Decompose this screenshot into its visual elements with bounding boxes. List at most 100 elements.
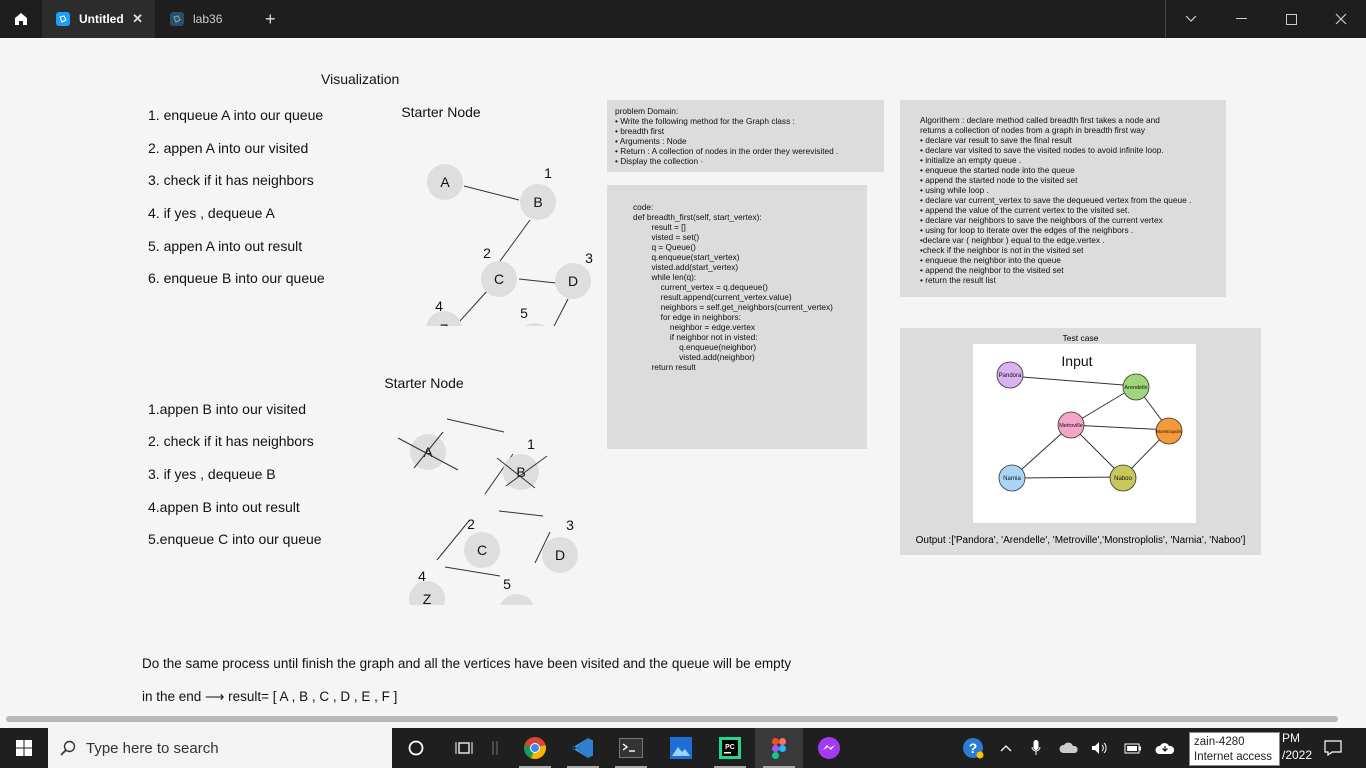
- tab-lab36[interactable]: lab36: [156, 0, 256, 38]
- photos-icon[interactable]: [657, 728, 705, 768]
- network-tooltip: zain-4280 Internet access: [1189, 732, 1280, 766]
- help-icon[interactable]: ?: [958, 728, 988, 768]
- maximize-button[interactable]: [1266, 0, 1316, 38]
- node-b-label: B: [533, 194, 542, 210]
- taskbar-search[interactable]: Type here to search: [48, 728, 392, 768]
- code-line: for edge in neighbors:: [633, 312, 741, 322]
- test-case-graph: Input Pandora Arendelle Metroville Monst…: [973, 344, 1196, 523]
- edge-c-d: [518, 278, 557, 284]
- task-view-icon[interactable]: [440, 728, 488, 768]
- algorithm-line: • initialize an empty queue .: [920, 155, 1022, 165]
- algorithm-line: • declare var result to save the final r…: [920, 135, 1072, 145]
- volume-icon[interactable]: [1089, 728, 1111, 768]
- algorithm-line: • append the value of the current vertex…: [920, 205, 1130, 215]
- edge-number-2: 2: [483, 245, 491, 261]
- minimize-button[interactable]: [1216, 0, 1266, 38]
- algorithm-card: Algorithem : declare method called bread…: [900, 100, 1226, 297]
- node-naboo-label: Naboo: [1114, 476, 1132, 482]
- search-placeholder: Type here to search: [86, 739, 219, 757]
- code-line: current_vertex = q.dequeue(): [633, 282, 768, 292]
- strike-b-2: [505, 455, 548, 487]
- taskbar-clock[interactable]: PM /2022: [1282, 730, 1312, 764]
- test-case-output: Output :['Pandora', 'Arendelle', 'Metrov…: [915, 535, 1246, 546]
- edge-d-w: [553, 298, 569, 326]
- node-b-label: B: [516, 464, 525, 480]
- taskbar-divider: [485, 728, 505, 768]
- vscode-icon[interactable]: [559, 728, 607, 768]
- chrome-icon[interactable]: [511, 728, 559, 768]
- node-metroville: [1057, 411, 1085, 439]
- node-c: [464, 532, 500, 568]
- node-z: [409, 581, 445, 605]
- input-label: Input: [1061, 353, 1092, 369]
- pycharm-icon[interactable]: PC: [706, 728, 754, 768]
- svg-text:PC: PC: [725, 744, 735, 751]
- edge-number-5: 5: [520, 305, 528, 321]
- code-line: if neighbor not in visted:: [633, 332, 758, 342]
- edge-number-1: 1: [544, 165, 552, 181]
- close-window-button[interactable]: [1316, 0, 1366, 38]
- node-a: [427, 164, 463, 200]
- chevron-up-icon[interactable]: [995, 728, 1017, 768]
- messenger-icon[interactable]: [805, 728, 853, 768]
- start-button[interactable]: [0, 728, 48, 768]
- tooltip-device-name: zain-4280: [1194, 736, 1245, 748]
- horizontal-scrollbar[interactable]: [6, 716, 1338, 722]
- node-monstropolis: [1155, 417, 1183, 445]
- edge-number-4: 4: [418, 568, 426, 584]
- algorithm-line: • append the neighbor to the visited set: [920, 265, 1064, 275]
- top-step-1: 1. enqueue A into our queue: [148, 107, 324, 123]
- code-line: q.enqueue(start_vertex): [633, 252, 740, 262]
- code-line: q = Queue(): [633, 242, 696, 252]
- node-w: [525, 323, 545, 326]
- edge-pandora-arendelle: [1009, 375, 1137, 387]
- node-pandora: [996, 361, 1024, 389]
- bottom-step-5: 5.enqueue C into our queue: [148, 531, 322, 547]
- node-w: [500, 594, 534, 605]
- edge-narnia-naboo: [1011, 476, 1124, 479]
- home-button[interactable]: [0, 0, 41, 38]
- edge-a-b: [446, 418, 505, 433]
- starter-node-label: Starter Node: [401, 104, 481, 120]
- algorithm-line: • return the result list: [920, 275, 996, 285]
- node-d-label: D: [555, 547, 565, 563]
- code-line: while len(q):: [633, 272, 697, 282]
- battery-icon[interactable]: [1121, 728, 1145, 768]
- cortana-icon[interactable]: [392, 728, 440, 768]
- edge-number-3: 3: [585, 250, 593, 266]
- notifications-icon[interactable]: [1318, 728, 1348, 768]
- tab-close-icon[interactable]: ✕: [132, 11, 143, 26]
- clock-time: PM: [1282, 731, 1300, 745]
- algorithm-line: • append the started node to the visited…: [920, 175, 1078, 185]
- edge-number-3: 3: [566, 517, 574, 533]
- algorithm-line: • declare var current_vertex to save the…: [920, 195, 1192, 205]
- tab-untitled[interactable]: Untitled ✕: [42, 0, 155, 38]
- new-tab-button[interactable]: +: [265, 9, 276, 29]
- windows-logo-icon: [16, 740, 32, 756]
- node-narnia: [998, 464, 1026, 492]
- node-c-label: C: [494, 271, 504, 287]
- network-cloud-icon[interactable]: [1152, 728, 1178, 768]
- problem-line: • breadth first: [615, 126, 665, 136]
- algorithm-line: • enqueue the neighbor into the queue: [920, 255, 1061, 265]
- microphone-icon[interactable]: [1026, 728, 1046, 768]
- edge-number-5: 5: [503, 576, 511, 592]
- node-z-label: Z: [423, 591, 432, 605]
- bottom-step-1: 1.appen B into our visited: [148, 401, 306, 417]
- node-a-label: A: [423, 444, 433, 460]
- code-line: visted = set(): [633, 232, 700, 242]
- node-d-label: D: [568, 273, 578, 289]
- code-line: def breadth_first(self, start_vertex):: [633, 212, 762, 222]
- node-w-label: W: [510, 604, 524, 605]
- problem-domain-card: problem Domain: • Write the following me…: [607, 100, 884, 172]
- terminal-icon[interactable]: [607, 728, 655, 768]
- algorithm-line: •check if the neighbor is not in the vis…: [920, 245, 1084, 255]
- chevron-down-icon[interactable]: [1166, 0, 1216, 38]
- code-line: return result: [633, 362, 696, 372]
- starter-node-label: Starter Node: [384, 375, 464, 391]
- figma-icon[interactable]: [755, 728, 803, 768]
- strike-b-1: [496, 457, 536, 489]
- figma-canvas[interactable]: Visualization 1. enqueue A into our queu…: [0, 38, 1366, 728]
- code-line: result = []: [633, 222, 686, 232]
- onedrive-icon[interactable]: [1056, 728, 1082, 768]
